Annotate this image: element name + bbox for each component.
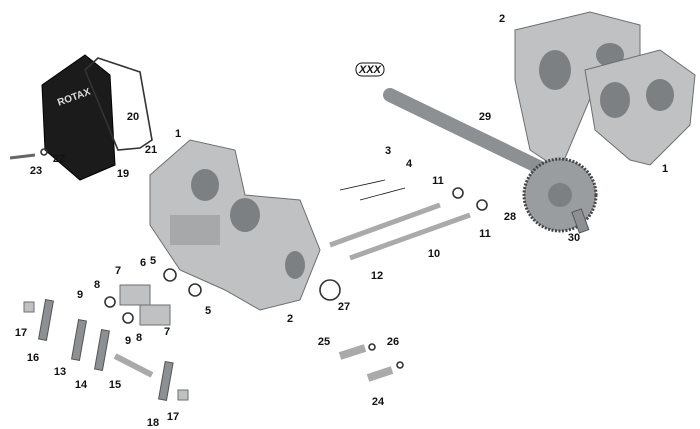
callout-14: 14 bbox=[75, 379, 88, 391]
callout-1: 1 bbox=[662, 163, 668, 175]
callout-19: 19 bbox=[117, 168, 129, 180]
callout-3: 3 bbox=[385, 145, 391, 157]
callout-26: 26 bbox=[387, 336, 399, 348]
callout-7: 7 bbox=[164, 326, 170, 338]
pushrod-tube bbox=[329, 202, 441, 248]
callout-5: 5 bbox=[150, 255, 156, 267]
callout-9: 9 bbox=[125, 335, 131, 347]
callout-1: 1 bbox=[175, 128, 181, 140]
callout-18: 18 bbox=[147, 417, 159, 429]
ref-tag-box bbox=[355, 62, 385, 77]
callout-17: 17 bbox=[15, 327, 27, 339]
callout-15: 15 bbox=[109, 379, 121, 391]
callout-28: 28 bbox=[504, 211, 516, 223]
bolt bbox=[9, 153, 36, 160]
callout-10: 10 bbox=[428, 248, 440, 260]
callout-12: 12 bbox=[371, 270, 383, 282]
valve-springs bbox=[119, 284, 171, 326]
pushrod-tube bbox=[349, 212, 471, 261]
callout-2: 2 bbox=[287, 313, 293, 325]
callout-11: 11 bbox=[479, 228, 491, 240]
callout-30: 30 bbox=[568, 232, 580, 244]
callout-16: 16 bbox=[27, 352, 39, 364]
callout-5: 5 bbox=[205, 305, 211, 317]
callout-21: 21 bbox=[145, 144, 157, 156]
callout-4: 4 bbox=[406, 158, 413, 170]
cylinder-head-right-lower bbox=[584, 49, 696, 166]
ref-tag: XXX bbox=[358, 64, 382, 76]
valve-cover: ROTAX bbox=[41, 54, 116, 181]
rocker-arms bbox=[23, 299, 189, 401]
pin bbox=[571, 208, 590, 234]
callout-2: 2 bbox=[499, 13, 505, 25]
callout-6: 6 bbox=[140, 257, 146, 269]
tappets bbox=[338, 343, 404, 382]
callout-13: 13 bbox=[54, 366, 66, 378]
callout-8: 8 bbox=[94, 279, 100, 291]
callout-17: 17 bbox=[167, 411, 179, 423]
valve-cover-gasket bbox=[84, 57, 153, 151]
callout-24: 24 bbox=[372, 396, 385, 408]
callout-27: 27 bbox=[338, 301, 350, 313]
callout-25: 25 bbox=[318, 336, 330, 348]
callout-22: 22 bbox=[53, 153, 65, 165]
callout-20: 20 bbox=[127, 111, 139, 123]
callout-9: 9 bbox=[77, 289, 83, 301]
callout-23: 23 bbox=[30, 165, 42, 177]
callout-29: 29 bbox=[479, 111, 491, 123]
callout-labels: 1 1 2 2 3 4 5 5 6 7 7 8 8 9 9 10 11 11 1… bbox=[15, 13, 668, 429]
callout-7: 7 bbox=[115, 265, 121, 277]
callout-11: 11 bbox=[432, 175, 444, 187]
callout-8: 8 bbox=[136, 332, 142, 344]
cylinder-head-center bbox=[149, 139, 321, 311]
